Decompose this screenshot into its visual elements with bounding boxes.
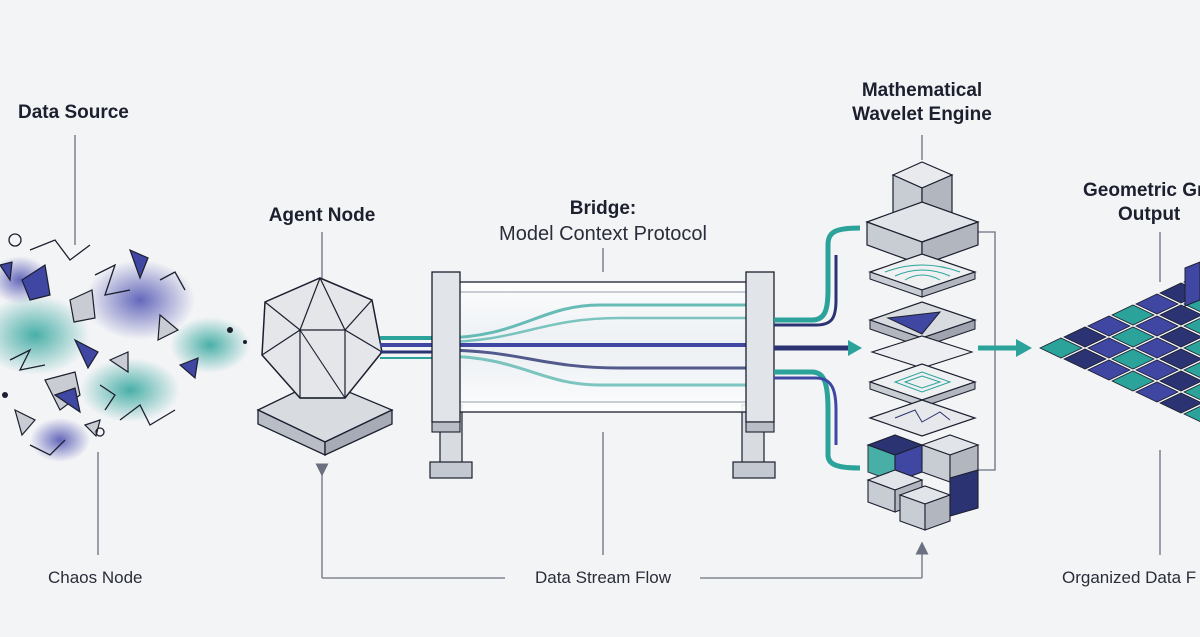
grid-tile — [1135, 315, 1179, 337]
data-stream-flow-connector — [315, 463, 929, 579]
agent-node-shape — [256, 277, 394, 457]
grid-tile — [1183, 405, 1200, 423]
grid-tile — [1183, 317, 1200, 335]
bridge-title: Bridge: — [569, 198, 637, 219]
grid-tile — [1159, 348, 1200, 370]
grid-tile — [1087, 359, 1131, 381]
geometric-grid-title-line2: Output — [1118, 204, 1181, 225]
grid-pillar — [1184, 261, 1200, 307]
grid-tile — [1183, 339, 1200, 357]
bridge-engine-stream — [774, 225, 862, 471]
grid-tile — [1111, 348, 1155, 370]
wavelet-engine-title-line2: Wavelet Engine — [852, 104, 992, 125]
organized-data-label: Organized Data F — [1062, 568, 1197, 587]
geometric-grid-shape — [1039, 261, 1200, 423]
grid-tile — [1087, 315, 1131, 337]
wavelet-engine-title-line1: Mathematical — [861, 80, 983, 101]
grid-tile — [1159, 392, 1200, 414]
grid-tile — [1111, 370, 1155, 392]
bridge-subtitle: Model Context Protocol — [499, 223, 707, 245]
grid-tile — [1111, 326, 1155, 348]
data-stream-flow-label: Data Stream Flow — [534, 568, 672, 587]
agent-bridge-stream — [380, 336, 440, 359]
grid-tile — [1063, 348, 1107, 370]
chaos-cloud — [0, 233, 250, 462]
grid-tile — [1135, 293, 1179, 315]
grid-tile — [1135, 381, 1179, 403]
grid-tile — [1039, 337, 1083, 359]
grid-tile — [1183, 383, 1200, 401]
grid-tile — [1087, 337, 1131, 359]
grid-tile — [1111, 304, 1155, 326]
grid-tile — [1183, 361, 1200, 379]
grid-tile — [1063, 326, 1107, 348]
engine-grid-arrow — [978, 339, 1032, 357]
geometric-grid-title-line1: Geometric Gr — [1083, 180, 1200, 201]
data-source-label: Data Source — [18, 102, 129, 123]
wavelet-engine-shape — [865, 161, 996, 531]
agent-node-label: Agent Node — [268, 205, 376, 226]
bridge-shape — [429, 271, 776, 479]
grid-tile — [1159, 304, 1200, 326]
grid-tile — [1135, 359, 1179, 381]
grid-tile — [1135, 337, 1179, 359]
grid-tile — [1159, 370, 1200, 392]
grid-tile — [1159, 326, 1200, 348]
chaos-node-label: Chaos Node — [48, 568, 143, 587]
